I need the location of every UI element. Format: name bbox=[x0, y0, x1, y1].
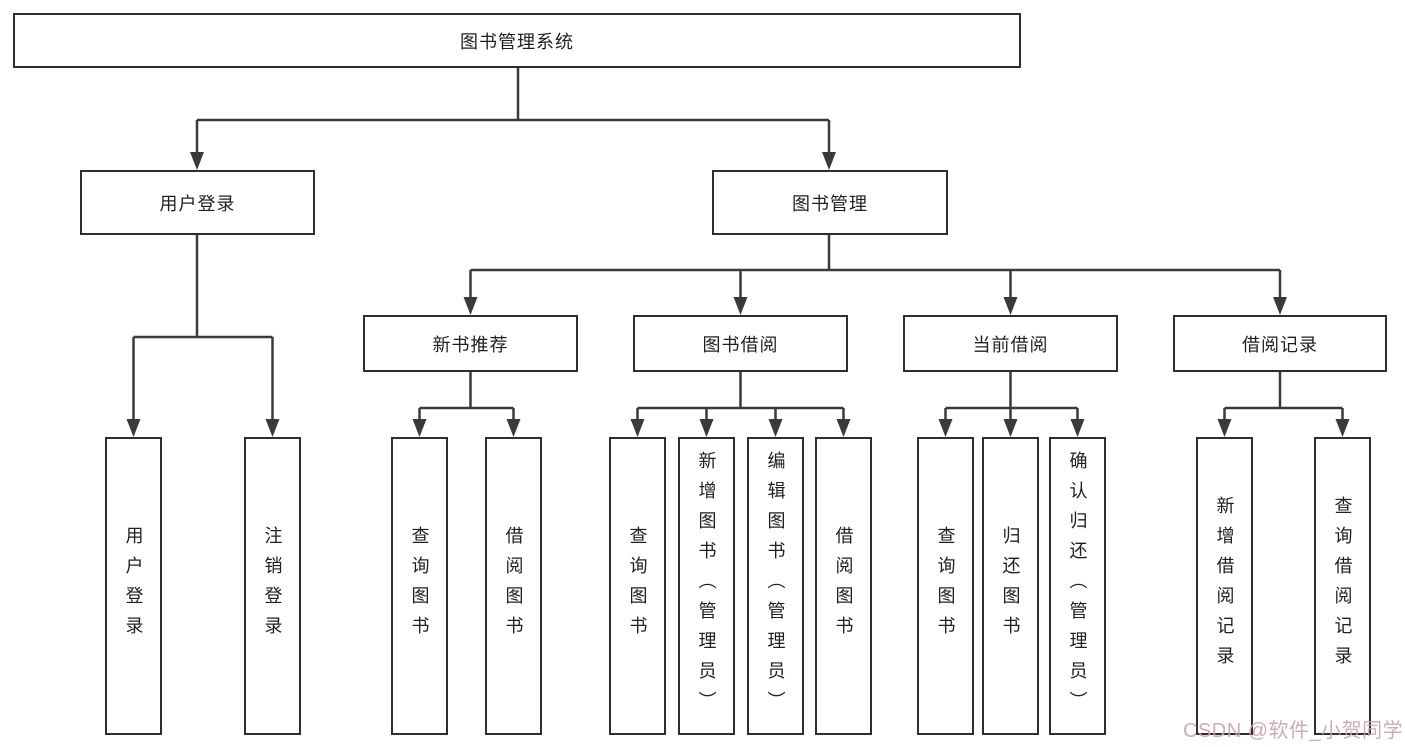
arrow-down-icon bbox=[1273, 297, 1287, 315]
node-label: 新增图书（管理员） bbox=[696, 451, 717, 721]
node-label: 用户登录 bbox=[123, 526, 144, 646]
arrowheads bbox=[126, 152, 1350, 437]
leaf-query-books-borrowing: 查询图书 bbox=[609, 437, 666, 735]
node-current-borrowing: 当前借阅 bbox=[903, 315, 1118, 372]
leaf-user-login: 用户登录 bbox=[105, 437, 162, 735]
node-label: 查询借阅记录 bbox=[1332, 496, 1353, 676]
arrow-down-icon bbox=[1335, 419, 1350, 437]
leaf-borrow-books-recommend: 借阅图书 bbox=[485, 437, 542, 735]
arrow-down-icon bbox=[1217, 419, 1232, 437]
connector-bookmgmt-to-level3 bbox=[469, 235, 1282, 301]
node-label: 借阅记录 bbox=[1242, 334, 1318, 355]
node-library-management-system: 图书管理系统 bbox=[13, 13, 1021, 68]
node-label: 归还图书 bbox=[1000, 526, 1021, 646]
arrow-down-icon bbox=[630, 419, 645, 437]
node-label: 确认归还（管理员） bbox=[1067, 451, 1088, 721]
node-label: 图书管理系统 bbox=[460, 31, 574, 52]
node-label: 新增借阅记录 bbox=[1214, 496, 1235, 676]
arrow-down-icon bbox=[938, 419, 953, 437]
node-label: 查询图书 bbox=[627, 526, 648, 646]
node-label: 编辑图书（管理员） bbox=[765, 451, 786, 721]
leaf-edit-books-admin: 编辑图书（管理员） bbox=[747, 437, 804, 735]
connector-record-to-leaves bbox=[1223, 372, 1344, 424]
node-book-management: 图书管理 bbox=[712, 170, 948, 235]
node-borrowing-records: 借阅记录 bbox=[1173, 315, 1387, 372]
node-user-login: 用户登录 bbox=[80, 170, 315, 235]
arrow-down-icon bbox=[768, 419, 783, 437]
arrow-down-icon bbox=[822, 152, 836, 170]
node-label: 查询图书 bbox=[409, 526, 430, 646]
leaf-confirm-return-admin: 确认归还（管理员） bbox=[1049, 437, 1106, 735]
arrow-down-icon bbox=[265, 419, 280, 437]
node-label: 查询图书 bbox=[935, 526, 956, 646]
arrow-down-icon bbox=[190, 152, 204, 170]
arrow-down-icon bbox=[412, 419, 427, 437]
arrow-down-icon bbox=[699, 419, 714, 437]
connector-borrow-to-leaves bbox=[636, 372, 845, 424]
leaf-add-borrow-record: 新增借阅记录 bbox=[1196, 437, 1253, 735]
connector-paths bbox=[132, 68, 1344, 424]
leaf-query-books-recommend: 查询图书 bbox=[391, 437, 448, 735]
connector-userlogin-to-leaves bbox=[132, 235, 274, 424]
arrow-down-icon bbox=[1003, 297, 1018, 315]
node-label: 注销登录 bbox=[262, 526, 283, 646]
csdn-watermark: CSDN @软件_小贺同学 bbox=[1183, 720, 1404, 742]
node-label: 图书管理 bbox=[792, 193, 868, 214]
leaf-query-borrow-record: 查询借阅记录 bbox=[1314, 437, 1371, 735]
arrow-down-icon bbox=[836, 419, 851, 437]
node-label: 用户登录 bbox=[159, 193, 236, 214]
node-label: 新书推荐 bbox=[432, 334, 509, 355]
leaf-add-books-admin: 新增图书（管理员） bbox=[678, 437, 735, 735]
node-label: 图书借阅 bbox=[702, 334, 779, 355]
leaf-borrow-books-borrowing: 借阅图书 bbox=[815, 437, 872, 735]
arrow-down-icon bbox=[463, 297, 478, 315]
node-label: 借阅图书 bbox=[833, 526, 854, 646]
node-label: 借阅图书 bbox=[503, 526, 524, 646]
node-label: 当前借阅 bbox=[972, 334, 1049, 355]
leaf-logout: 注销登录 bbox=[244, 437, 301, 735]
arrow-down-icon bbox=[506, 419, 521, 437]
connector-newbook-to-leaves bbox=[418, 372, 515, 424]
connector-current-to-leaves bbox=[944, 372, 1079, 424]
arrow-down-icon bbox=[1003, 419, 1018, 437]
leaf-query-books-current: 查询图书 bbox=[917, 437, 974, 735]
leaf-return-books: 归还图书 bbox=[982, 437, 1039, 735]
connector-root-to-level2 bbox=[195, 68, 831, 156]
arrow-down-icon bbox=[733, 297, 748, 315]
arrow-down-icon bbox=[1070, 419, 1085, 437]
node-book-borrowing: 图书借阅 bbox=[633, 315, 848, 372]
node-new-book-recommend: 新书推荐 bbox=[363, 315, 578, 372]
arrow-down-icon bbox=[126, 419, 141, 437]
